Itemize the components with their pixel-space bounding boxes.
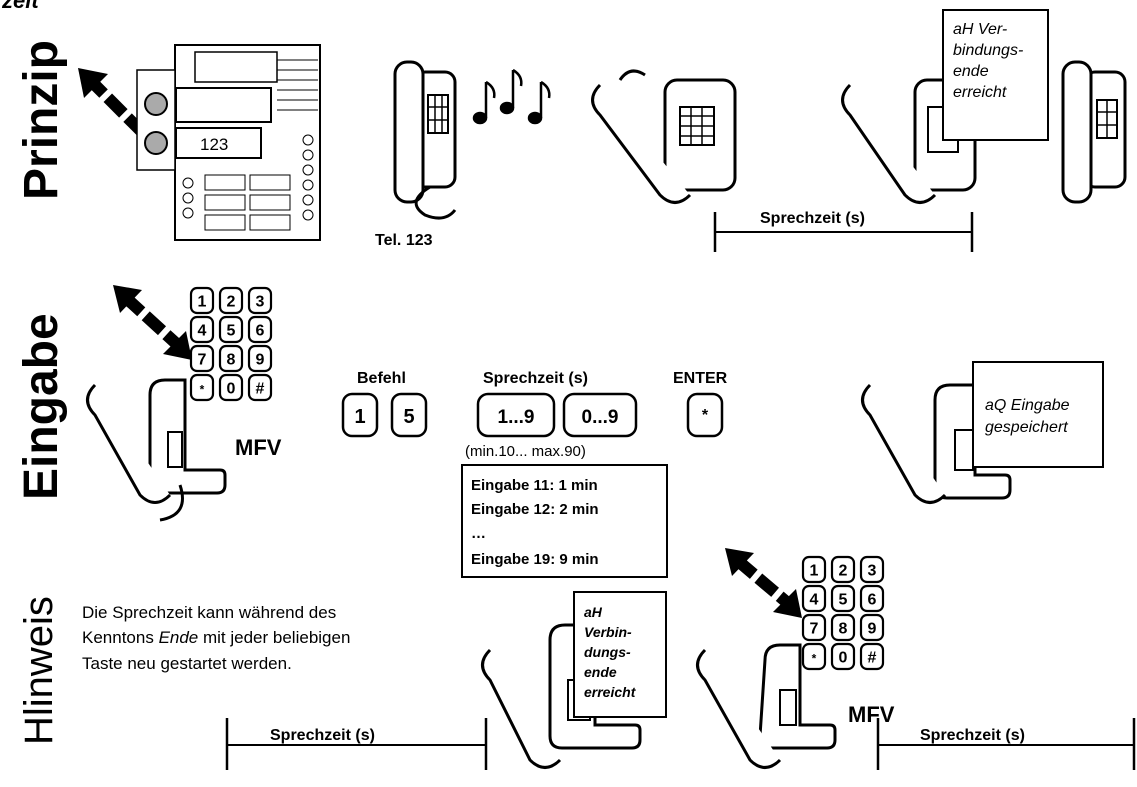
keypad-key[interactable]: 0	[832, 644, 854, 669]
keypad-key[interactable]: *	[191, 375, 213, 400]
keypad-key-label: 0	[227, 380, 236, 397]
keypad-key-label: 8	[227, 351, 236, 368]
keypad-key[interactable]: 4	[803, 586, 825, 611]
keypad-key-label: *	[200, 382, 205, 396]
svg-text:*: *	[702, 407, 709, 424]
svg-text:1...9: 1...9	[498, 407, 535, 428]
befehl-key-5: 5	[392, 394, 426, 436]
keypad-key[interactable]: 8	[832, 615, 854, 640]
top-partial-label: zeit	[1, 0, 40, 13]
speech-time-bracket-left	[227, 718, 486, 770]
telephone-handset-lifted-icon	[593, 71, 736, 203]
keypad-key[interactable]: 1	[191, 288, 213, 313]
keypad-key-label: 5	[227, 322, 236, 339]
keypad-key[interactable]: 3	[249, 288, 271, 313]
keypad-key[interactable]: 6	[861, 586, 883, 611]
mfv-label-2: MFV	[848, 702, 895, 727]
svg-text:5: 5	[403, 406, 414, 428]
speech-time-label: Sprechzeit (s)	[760, 210, 865, 227]
keypad-key[interactable]: 1	[803, 557, 825, 582]
section-label-eingabe: Eingabe	[15, 313, 68, 500]
keypad-key-label: 4	[810, 591, 819, 608]
keypad-key[interactable]: 5	[220, 317, 242, 342]
keypad-key-label: 3	[868, 562, 877, 579]
keypad-key[interactable]: #	[861, 644, 883, 669]
speech-time-bracket-right	[878, 718, 1134, 770]
intercom-display-text: 123	[200, 135, 228, 154]
keypad-key-label: 9	[256, 351, 265, 368]
keypad-key[interactable]: 7	[191, 346, 213, 371]
double-arrow-icon-2	[113, 285, 192, 360]
keypad-key-label: 8	[839, 620, 848, 637]
keypad-key[interactable]: 0	[220, 375, 242, 400]
tel-label: Tel. 123	[375, 232, 433, 249]
keypad-key-label: #	[868, 649, 877, 666]
keypad-key-label: 1	[810, 562, 819, 579]
enter-key: *	[688, 394, 722, 436]
keypad-key-label: 5	[839, 591, 848, 608]
keypad-key[interactable]: 2	[832, 557, 854, 582]
confirm-note-box	[973, 362, 1103, 467]
intercom-panel: 123	[137, 45, 320, 240]
keypad-key-label: 3	[256, 293, 265, 310]
sprechzeit-key-units: 0...9	[564, 394, 636, 436]
svg-text:1: 1	[354, 406, 365, 428]
hinweis-text: Die Sprechzeit kann während des Kenntons…	[82, 603, 355, 673]
mfv-keypad-2[interactable]: 1 2 3 4 5 6 7 8 9 * 0 #	[803, 557, 883, 669]
keypad-key[interactable]: 7	[803, 615, 825, 640]
befehl-key-1: 1	[343, 394, 377, 436]
keypad-key-label: #	[256, 380, 265, 397]
mfv-keypad[interactable]: 1 2 3 4 5 6 7 8 9 * 0 #	[191, 288, 271, 400]
keypad-key-label: *	[812, 651, 817, 665]
enter-label: ENTER	[673, 370, 728, 387]
keypad-key[interactable]: #	[249, 375, 271, 400]
keypad-key-label: 6	[868, 591, 877, 608]
mfv-label: MFV	[235, 435, 282, 460]
keypad-key[interactable]: 3	[861, 557, 883, 582]
keypad-key[interactable]: 9	[249, 346, 271, 371]
double-arrow-icon-3	[725, 548, 802, 618]
keypad-key-label: 7	[810, 620, 819, 637]
keypad-key-label: 7	[198, 351, 207, 368]
befehl-label: Befehl	[357, 370, 406, 387]
range-label: (min.10... max.90)	[465, 443, 586, 460]
keypad-key[interactable]: 8	[220, 346, 242, 371]
keypad-key[interactable]: 5	[832, 586, 854, 611]
music-notes-icon	[474, 70, 549, 123]
keypad-key[interactable]: 9	[861, 615, 883, 640]
keypad-key[interactable]: 2	[220, 288, 242, 313]
sprechzeit-label: Sprechzeit (s)	[483, 370, 588, 387]
section-label-hinweis: Hlinweis	[17, 596, 61, 745]
keypad-key[interactable]: 4	[191, 317, 213, 342]
keypad-key[interactable]: *	[803, 644, 825, 669]
sprechzeit-key-tens: 1...9	[478, 394, 554, 436]
svg-text:0...9: 0...9	[582, 407, 619, 428]
speech-time-label-left: Sprechzeit (s)	[270, 727, 375, 744]
section-label-prinzip: Prinzip	[15, 40, 68, 200]
keypad-key-label: 0	[839, 649, 848, 666]
keypad-key-label: 6	[256, 322, 265, 339]
keypad-key-label: 2	[227, 293, 236, 310]
speech-time-label-right: Sprechzeit (s)	[920, 727, 1025, 744]
telephone-on-hook-icon	[395, 62, 455, 218]
keypad-key-label: 1	[198, 293, 207, 310]
keypad-key[interactable]: 6	[249, 317, 271, 342]
telephone-on-hook-icon-2	[1063, 62, 1125, 202]
keypad-key-label: 9	[868, 620, 877, 637]
keypad-key-label: 2	[839, 562, 848, 579]
keypad-key-label: 4	[198, 322, 207, 339]
